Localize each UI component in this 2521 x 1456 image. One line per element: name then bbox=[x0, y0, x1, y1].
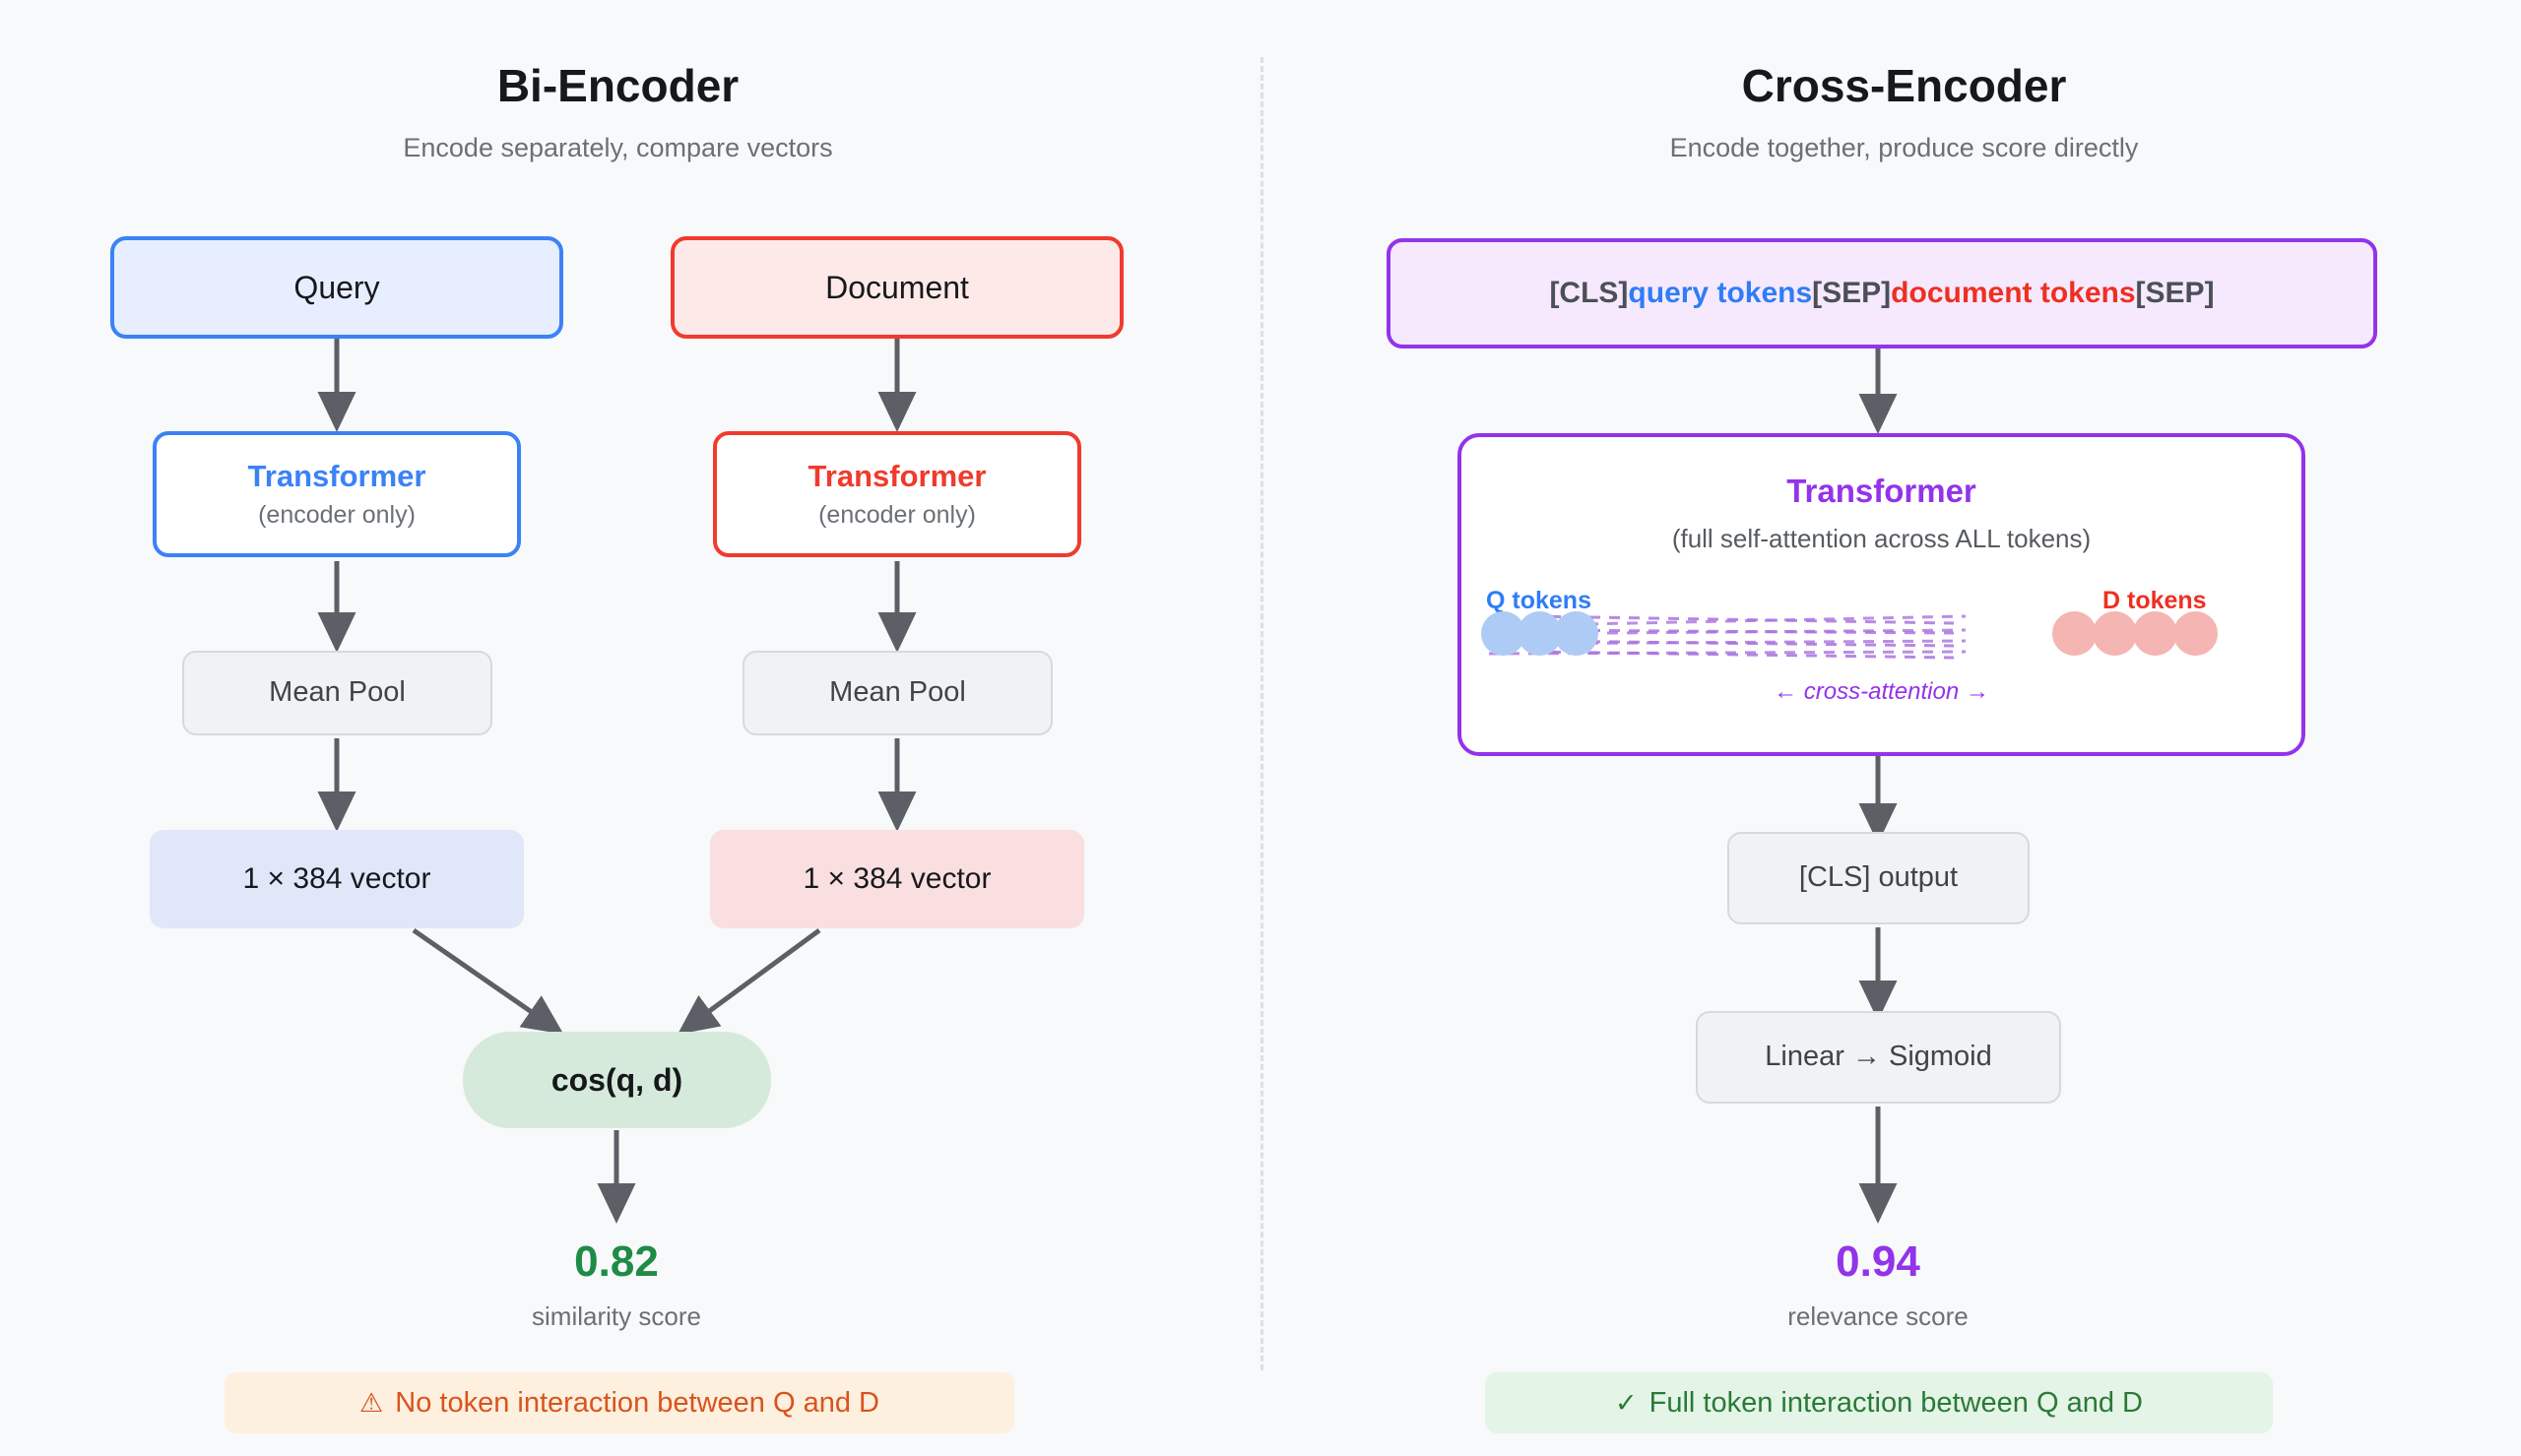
right-panel-title: Cross-Encoder bbox=[1741, 60, 2067, 111]
query-transformer-box[interactable]: Transformer (encoder only) bbox=[153, 431, 521, 557]
query-transformer-subtitle: (encoder only) bbox=[258, 501, 416, 529]
concatenated-input-box[interactable]: [CLS]query tokens[SEP]document tokens[SE… bbox=[1387, 238, 2377, 348]
warning-triangle-icon: ⚠ bbox=[359, 1387, 384, 1418]
query-vector-label: 1 × 384 vector bbox=[242, 861, 431, 895]
token-sep-1: [SEP] bbox=[1812, 277, 1892, 309]
cross-transformer-title: Transformer bbox=[1786, 473, 1976, 509]
cls-output-box[interactable]: [CLS] output bbox=[1727, 832, 2030, 924]
document-vector-box: 1 × 384 vector bbox=[710, 830, 1084, 928]
document-transformer-subtitle: (encoder only) bbox=[818, 501, 976, 529]
right-panel-subtitle: Encode together, produce score directly bbox=[1669, 133, 2139, 162]
token-cls-open: [CLS] bbox=[1549, 277, 1629, 309]
similarity-score-value: 0.82 bbox=[574, 1237, 659, 1286]
token-sep-2: [SEP] bbox=[2135, 277, 2215, 309]
query-vector-box: 1 × 384 vector bbox=[150, 830, 524, 928]
cosine-similarity-label: cos(q, d) bbox=[550, 1061, 683, 1098]
d-tokens-label: D tokens bbox=[2102, 587, 2207, 614]
linear-sigmoid-label: Linear → Sigmoid bbox=[1765, 1041, 1992, 1073]
document-input-label: Document bbox=[825, 269, 969, 305]
left-panel-subtitle: Encode separately, compare vectors bbox=[403, 133, 833, 162]
document-mean-pool-box[interactable]: Mean Pool bbox=[743, 651, 1053, 735]
left-panel-title: Bi-Encoder bbox=[496, 60, 740, 111]
document-input-box[interactable]: Document bbox=[671, 236, 1124, 339]
cosine-similarity-box: cos(q, d) bbox=[463, 1032, 771, 1128]
linear-sigmoid-box[interactable]: Linear → Sigmoid bbox=[1696, 1011, 2061, 1104]
relevance-score-label: relevance score bbox=[1787, 1301, 1969, 1331]
query-input-label: Query bbox=[293, 269, 380, 305]
no-interaction-banner: ⚠ No token interaction between Q and D bbox=[225, 1372, 1014, 1433]
d-token-circle bbox=[2173, 611, 2218, 656]
d-token-circle bbox=[2052, 611, 2097, 656]
cross-transformer-subtitle: (full self-attention across ALL tokens) bbox=[1671, 524, 2092, 553]
document-vector-label: 1 × 384 vector bbox=[803, 861, 992, 895]
token-query: query tokens bbox=[1628, 277, 1813, 309]
relevance-score-value: 0.94 bbox=[1836, 1237, 1920, 1286]
full-interaction-banner-text: Full token interaction between Q and D bbox=[1648, 1386, 2143, 1419]
panel-divider bbox=[1260, 57, 1263, 1370]
document-transformer-title: Transformer bbox=[808, 459, 987, 493]
cls-output-label: [CLS] output bbox=[1798, 861, 1959, 894]
d-token-circle bbox=[2133, 611, 2177, 656]
document-transformer-box[interactable]: Transformer (encoder only) bbox=[713, 431, 1081, 557]
no-interaction-banner-text: No token interaction between Q and D bbox=[395, 1386, 879, 1419]
document-mean-pool-label: Mean Pool bbox=[829, 676, 966, 709]
q-token-circle bbox=[1554, 611, 1598, 656]
check-icon: ✓ bbox=[1615, 1387, 1638, 1418]
token-document: document tokens bbox=[1891, 277, 2136, 309]
query-mean-pool-label: Mean Pool bbox=[269, 676, 406, 709]
query-input-box[interactable]: Query bbox=[110, 236, 563, 339]
query-mean-pool-box[interactable]: Mean Pool bbox=[182, 651, 492, 735]
d-token-circle bbox=[2093, 611, 2137, 656]
q-tokens-label: Q tokens bbox=[1486, 587, 1591, 614]
full-interaction-banner: ✓ Full token interaction between Q and D bbox=[1485, 1372, 2273, 1433]
query-transformer-title: Transformer bbox=[247, 459, 426, 493]
cross-attention-label: ← cross-attention → bbox=[1774, 678, 1989, 705]
cross-transformer-box[interactable]: Transformer (full self-attention across … bbox=[1457, 433, 2305, 756]
similarity-score-label: similarity score bbox=[532, 1301, 701, 1331]
